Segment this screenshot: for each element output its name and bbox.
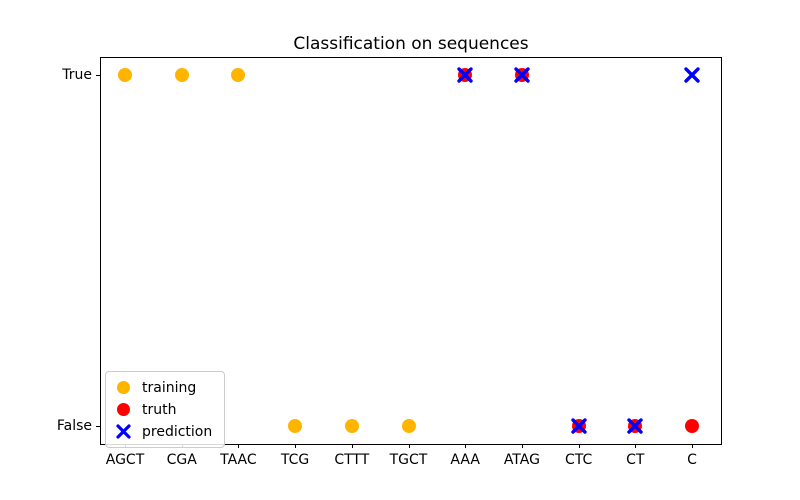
x-tick: [408, 444, 410, 448]
point-prediction-atag: [513, 67, 530, 84]
x-tick: [692, 444, 693, 448]
x-tick: [238, 444, 240, 448]
x-tick-label-taac: TAAC: [220, 452, 257, 468]
x-tick: [521, 444, 523, 448]
point-training-cttt: [344, 419, 359, 433]
x-tick-label-ctc: CTC: [564, 452, 593, 468]
legend-label-prediction: prediction: [142, 423, 213, 440]
x-tick-label-cttt: CTTT: [334, 452, 370, 468]
legend-item-training: training: [115, 379, 212, 396]
x-tick: [578, 444, 580, 448]
y-tick: [96, 426, 100, 427]
x-tick: [351, 444, 353, 448]
x-tick: [465, 444, 467, 448]
point-training-tcg: [288, 419, 303, 433]
circle-marker-icon: [115, 403, 131, 416]
y-tick-label-false: False: [56, 418, 92, 434]
point-prediction-ct: [627, 418, 644, 435]
point-prediction-c: [684, 67, 701, 84]
x-tick: [635, 444, 637, 448]
y-tick: [96, 75, 100, 76]
x-tick-label-ct: CT: [626, 452, 645, 468]
x-tick: [295, 444, 297, 448]
circle-marker-icon: [115, 381, 131, 394]
chart-title: Classification on sequences: [293, 34, 529, 54]
y-tick-label-true: True: [62, 67, 92, 83]
x-tick-label-c: C: [687, 452, 697, 468]
x-tick-label-tgct: TGCT: [389, 452, 428, 468]
point-truth-c: [685, 419, 699, 433]
point-training-tgct: [401, 419, 416, 433]
point-prediction-aaa: [457, 67, 474, 84]
point-prediction-ctc: [570, 418, 587, 435]
point-training-taac: [231, 68, 246, 82]
x-tick-label-atag: ATAG: [503, 452, 540, 468]
legend: training truth prediction: [105, 371, 226, 448]
x-tick-label-agct: AGCT: [105, 452, 145, 468]
legend-label-training: training: [142, 379, 197, 396]
legend-item-truth: truth: [115, 401, 212, 418]
point-training-agct: [118, 68, 132, 82]
x-marker-icon: [115, 424, 131, 439]
x-tick-label-tcg: TCG: [280, 452, 310, 468]
point-training-cga: [174, 68, 189, 82]
legend-item-prediction: prediction: [115, 423, 212, 440]
x-tick-label-cga: CGA: [166, 452, 197, 468]
legend-label-truth: truth: [142, 401, 177, 418]
x-tick-label-aaa: AAA: [450, 452, 480, 468]
